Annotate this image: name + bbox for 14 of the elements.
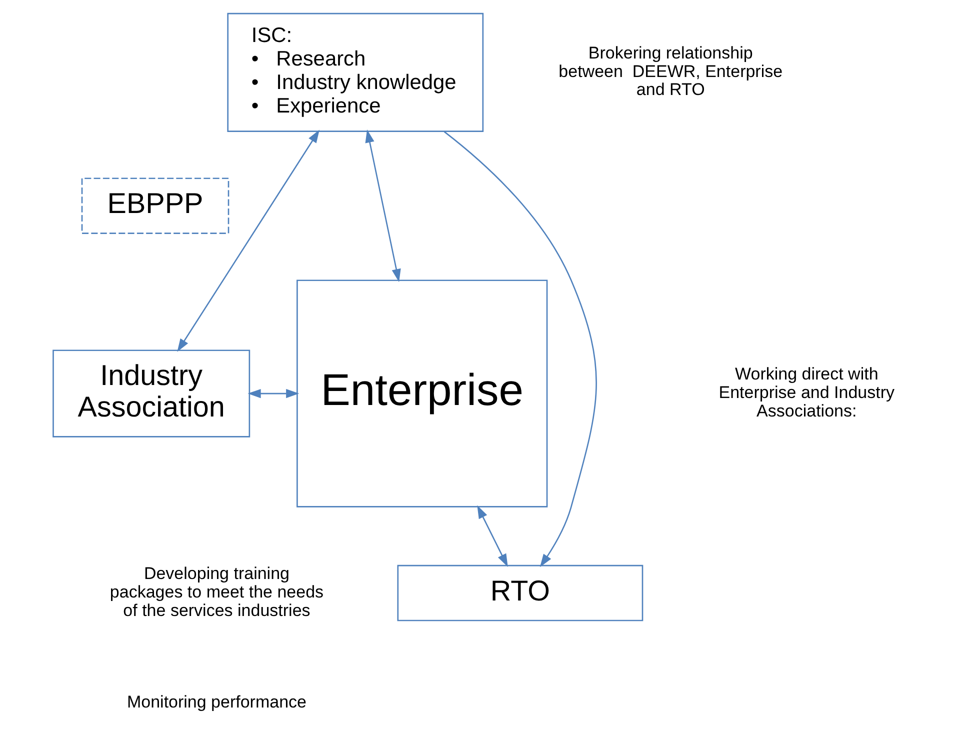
label: Brokering relationship between DEEWR, Enterprise and RTO: [558, 44, 783, 100]
arrow: [248, 388, 300, 398]
label: Working direct with Enterprise and Industry Associations:: [718, 364, 895, 420]
node-box: RTO: [397, 564, 644, 622]
node-box: EBPPP: [81, 178, 230, 234]
label: Monitoring performance: [126, 692, 306, 712]
arrow: [177, 130, 320, 352]
label: Developing training packages to meet the needs of the services industries: [110, 564, 324, 620]
arrow: [365, 129, 401, 282]
node-box: Enterprise: [296, 280, 548, 508]
arrow: [477, 505, 508, 568]
arrow: [444, 131, 597, 568]
node-box: Industry Association: [52, 350, 250, 438]
node-box: ISC: • Research • Industry knowledge • Experience: [227, 12, 484, 132]
